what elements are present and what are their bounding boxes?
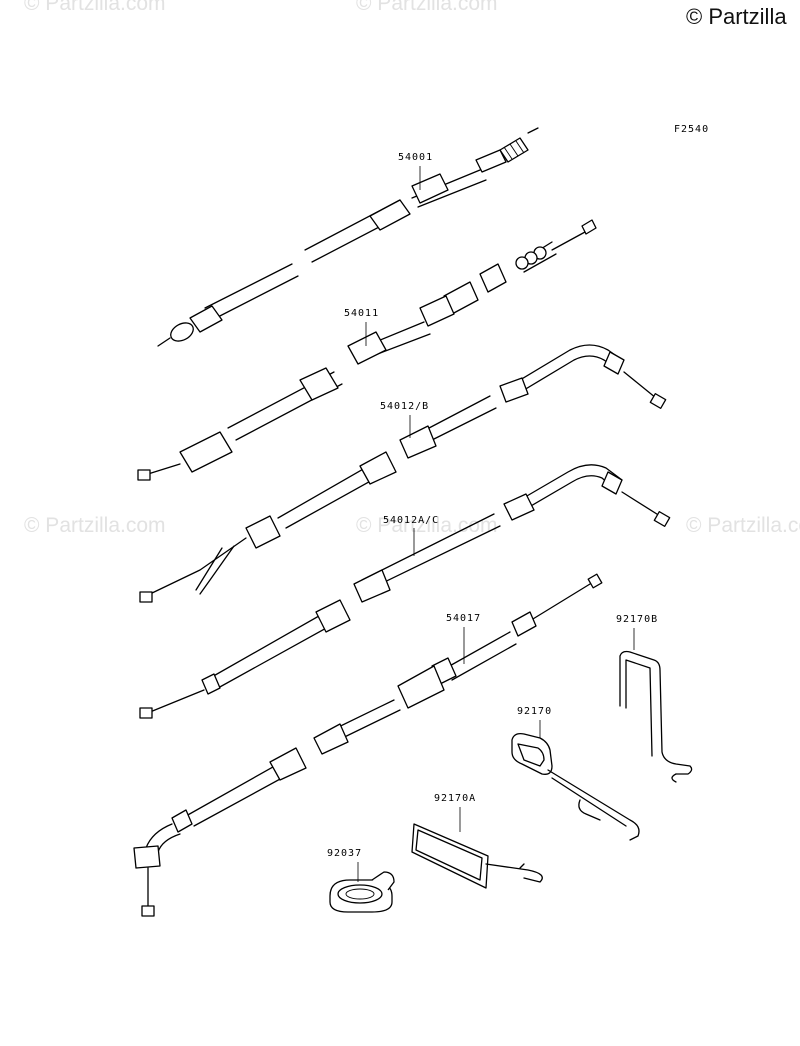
cable-54011 (137, 219, 597, 481)
figure-code: F2540 (674, 124, 710, 135)
cable-54017 (133, 573, 603, 917)
clamp-92170b (619, 650, 693, 783)
watermark-top-center: © Partzilla.com (356, 0, 498, 15)
watermark-top-left: © Partzilla.com (24, 0, 166, 15)
part-label-54012-b[interactable]: 54012/B (380, 401, 430, 412)
part-label-54011[interactable]: 54011 (344, 308, 380, 319)
watermark-mid-left: © Partzilla.com (24, 514, 166, 537)
part-label-92037[interactable]: 92037 (327, 848, 363, 859)
part-label-92170a[interactable]: 92170A (434, 793, 477, 804)
part-label-54001[interactable]: 54001 (398, 152, 434, 163)
part-label-92170[interactable]: 92170 (517, 706, 553, 717)
part-label-92170b[interactable]: 92170B (616, 614, 659, 625)
grommet-92037 (329, 871, 395, 913)
watermark-mid-right: © Partzilla.com (686, 514, 800, 537)
watermark-mid-center: © Partzilla.com (356, 514, 498, 537)
cable-54012-b (139, 344, 667, 603)
watermark-main: © Partzilla (686, 4, 787, 29)
cable-54001 (157, 127, 539, 347)
clamp-92170 (511, 732, 640, 841)
leader-lines (357, 166, 635, 882)
part-label-54017[interactable]: 54017 (446, 613, 482, 624)
part-label-54012a-c[interactable]: 54012A/C (383, 515, 440, 526)
cable-54012a-c (139, 464, 671, 719)
clamp-92170a (411, 823, 543, 889)
